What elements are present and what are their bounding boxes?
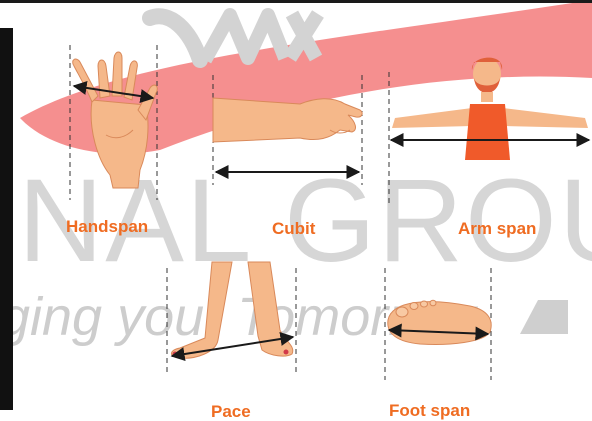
foot-icon (385, 268, 491, 380)
label-cubit: Cubit (272, 219, 315, 239)
label-arm-span: Arm span (458, 219, 536, 239)
label-handspan: Handspan (66, 217, 148, 237)
person-arms-out-icon (389, 58, 589, 205)
legs-walking-icon (167, 262, 296, 372)
label-foot-span: Foot span (389, 401, 470, 421)
label-pace: Pace (211, 402, 251, 421)
forearm-icon (213, 75, 362, 185)
hand-icon (70, 45, 157, 200)
